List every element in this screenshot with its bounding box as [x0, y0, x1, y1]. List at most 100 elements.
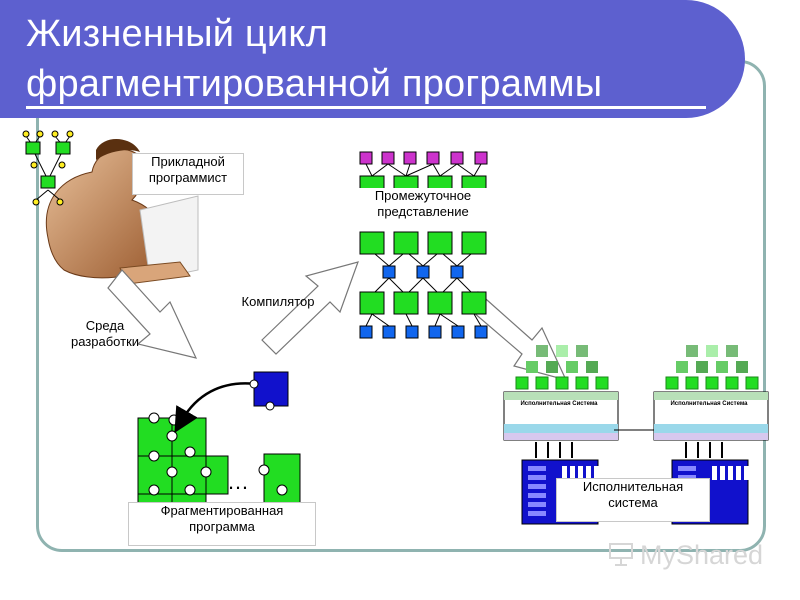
- hardware-vent: [562, 466, 567, 480]
- runtime-fragment: [696, 361, 708, 373]
- graph-edge: [365, 313, 373, 327]
- blue-node: [359, 325, 373, 339]
- blue-node: [405, 325, 419, 339]
- magenta-node: [359, 151, 373, 165]
- runtime-small-left: Исполнительная Система: [520, 401, 598, 407]
- runtime-fragment: [716, 361, 728, 373]
- graph-edge: [388, 253, 404, 267]
- graph-edge: [456, 277, 472, 293]
- runtime-fragment: [725, 376, 739, 390]
- runtime-fragment: [686, 345, 698, 357]
- hardware-vent: [728, 466, 733, 480]
- hardware-vent: [594, 466, 599, 480]
- hardware-vent: [578, 466, 583, 480]
- small-tree-icon: [22, 130, 74, 206]
- graph-edge: [374, 253, 390, 267]
- graph-edge: [422, 253, 438, 267]
- blue-node: [474, 325, 488, 339]
- compiler-label: Компилятор: [241, 294, 315, 309]
- green-node: [393, 291, 419, 315]
- magenta-node: [450, 151, 464, 165]
- watermark-icon: [609, 543, 633, 566]
- hardware-slot: [528, 502, 546, 507]
- fragment-cell: [263, 453, 301, 507]
- graph-edge: [473, 163, 482, 177]
- blue-node: [382, 265, 396, 279]
- arrow-to-intermediate: [261, 261, 359, 355]
- graph-edge: [371, 163, 389, 177]
- graph-edge: [473, 313, 482, 327]
- hardware-slot: [528, 493, 546, 498]
- green-node: [427, 231, 453, 255]
- title-line-2: фрагментированной программы: [26, 63, 603, 105]
- graph-edge: [408, 277, 424, 293]
- magenta-node: [381, 151, 395, 165]
- runtime-node-left: [503, 345, 619, 458]
- magenta-node: [403, 151, 417, 165]
- graph-edge: [371, 313, 390, 327]
- runtime-box-band-blue: [654, 424, 768, 433]
- graph-edge: [456, 253, 472, 267]
- hardware-vent: [712, 466, 717, 480]
- green-node: [359, 231, 385, 255]
- fragment-knob: [148, 450, 160, 462]
- runtime-fragment: [595, 376, 609, 390]
- graph-edge: [405, 163, 411, 177]
- fragment-knob: [148, 484, 160, 496]
- runtime-fragment: [535, 376, 549, 390]
- fragment-knob: [148, 412, 160, 424]
- runtime-fragment: [706, 345, 718, 357]
- fragment-knob: [166, 466, 178, 478]
- graph-edge: [405, 313, 413, 327]
- intermediate-label: Промежуточное представление: [352, 188, 494, 226]
- graph-edge: [388, 277, 404, 293]
- magenta-node: [474, 151, 488, 165]
- fragment-knob: [258, 464, 270, 476]
- blue-node: [382, 325, 396, 339]
- graph-edge: [439, 163, 458, 177]
- blue-node: [428, 325, 442, 339]
- graph-edge: [456, 163, 475, 177]
- runtime-fragment: [566, 361, 578, 373]
- hardware-slot: [678, 466, 696, 471]
- runtime-fragment: [575, 376, 589, 390]
- programmer-label: Прикладной программист: [132, 153, 244, 195]
- watermark-text: MyShared: [640, 540, 764, 570]
- blue-node: [451, 325, 465, 339]
- runtime-fragment: [526, 361, 538, 373]
- magenta-node: [426, 151, 440, 165]
- graph-edge: [374, 277, 390, 293]
- title-line-1: Жизненный цикл: [26, 13, 328, 55]
- title-band: Жизненный цикл фрагментированной програм…: [0, 0, 745, 118]
- runtime-fragment: [556, 345, 568, 357]
- runtime-fragment: [676, 361, 688, 373]
- fragmented-label: Фрагментированная программа: [128, 502, 316, 546]
- graph-edge: [442, 277, 458, 293]
- runtime-fragment: [745, 376, 759, 390]
- runtime-box-top-band: [504, 392, 618, 400]
- runtime-fragment: [736, 361, 748, 373]
- intermediate-graph: [359, 151, 488, 339]
- runtime-node-right: [653, 345, 769, 458]
- graph-edge: [422, 277, 438, 293]
- runtime-fragment: [576, 345, 588, 357]
- runtime-box-top-band: [654, 392, 768, 400]
- runtime-fragment: [685, 376, 699, 390]
- runtime-system-label: Исполнительная система: [556, 478, 710, 522]
- runtime-fragment: [726, 345, 738, 357]
- fragment-knob: [168, 414, 180, 426]
- runtime-fragment: [546, 361, 558, 373]
- blue-node: [416, 265, 430, 279]
- hardware-vent: [570, 466, 575, 480]
- runtime-fragment: [705, 376, 719, 390]
- blue-node: [450, 265, 464, 279]
- title-underline: [26, 106, 706, 109]
- graph-edge: [442, 253, 458, 267]
- hardware-slot: [528, 511, 546, 516]
- graph-edge: [408, 253, 424, 267]
- hardware-vent: [744, 466, 749, 480]
- graph-edge: [405, 163, 434, 177]
- graph-edge: [439, 313, 459, 327]
- graph-edge: [432, 163, 441, 177]
